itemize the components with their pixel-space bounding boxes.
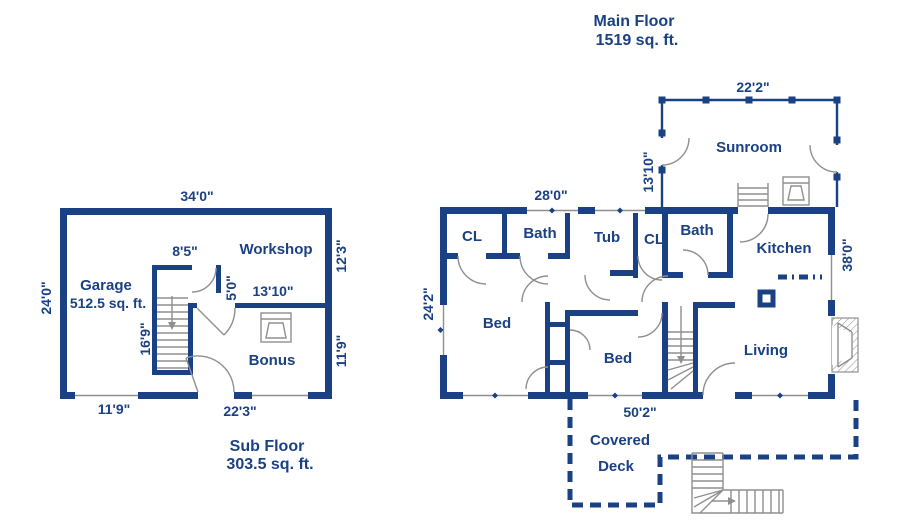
main-floor-area: 1519 sq. ft. xyxy=(596,32,679,49)
main-floor-interior-walls xyxy=(440,213,735,392)
sub-floor-stairs xyxy=(157,296,188,369)
sub-floor-area: 303.5 sq. ft. xyxy=(226,456,313,473)
main-floor-title: Main Floor xyxy=(594,13,675,30)
dim-hall-depth: 5'0" xyxy=(223,275,239,301)
dim-bonus-bottom: 22'3" xyxy=(223,403,256,419)
covered-deck-outline xyxy=(567,399,859,508)
dim-bonus-wall: 13'10" xyxy=(252,283,293,299)
dim-main-right: 38'0" xyxy=(839,238,855,271)
garage-area-label: 512.5 sq. ft. xyxy=(70,295,146,311)
room-label-workshop: Workshop xyxy=(239,241,312,258)
room-label-bed2: Bed xyxy=(604,350,632,367)
dim-sunroom-top: 22'2" xyxy=(736,79,769,95)
room-label-sunroom: Sunroom xyxy=(716,139,782,156)
main-floor-door-arcs xyxy=(457,213,769,396)
main-floor-windows xyxy=(437,207,833,399)
sub-floor-plan: 34'0" 24'0" Workshop 12'3" 8'5" Garage 5… xyxy=(38,188,349,473)
room-label-living: Living xyxy=(744,342,788,359)
sunroom-posts xyxy=(658,96,841,181)
deck-stairs xyxy=(691,452,784,514)
dim-main-top-left: 28'0" xyxy=(534,187,567,203)
sunroom-door-arcs xyxy=(661,137,838,173)
room-label-bath1: Bath xyxy=(523,225,556,242)
sunroom-stairs xyxy=(737,183,769,210)
kitchen-island xyxy=(757,289,776,308)
dim-garage-bottom: 11'9" xyxy=(98,401,131,417)
room-label-tub: Tub xyxy=(594,229,620,246)
room-label-kitchen: Kitchen xyxy=(756,240,811,257)
wood-stove-icon-bonus xyxy=(260,312,292,343)
fireplace-icon xyxy=(831,317,859,373)
dim-sub-width-top: 34'0" xyxy=(180,188,213,204)
wood-stove-icon-sunroom xyxy=(782,176,810,206)
dim-sunroom-left: 13'10" xyxy=(640,151,656,192)
dim-main-bottom: 50'2" xyxy=(623,404,656,420)
main-floor-stairs xyxy=(667,306,694,390)
sub-floor-interior-walls xyxy=(152,265,332,375)
dim-hall-width: 8'5" xyxy=(172,243,198,259)
deck-label-line2: Deck xyxy=(598,458,635,475)
dim-stairs-height: 16'9" xyxy=(137,322,153,355)
dim-main-left: 24'2" xyxy=(420,287,436,320)
sub-floor-title: Sub Floor xyxy=(230,438,305,455)
sub-floor-door-arcs xyxy=(185,267,236,393)
room-label-bonus: Bonus xyxy=(249,352,296,369)
room-label-bed1: Bed xyxy=(483,315,511,332)
dim-sub-height-left: 24'0" xyxy=(38,281,54,314)
room-label-garage: Garage xyxy=(80,277,132,294)
dim-workshop-right: 12'3" xyxy=(333,239,349,272)
dim-bonus-right: 11'9" xyxy=(333,335,349,368)
deck-label-line1: Covered xyxy=(590,432,650,449)
room-label-closet1: CL xyxy=(462,228,482,245)
sunroom-structure xyxy=(658,96,841,210)
room-label-bath2: Bath xyxy=(680,222,713,239)
room-label-closet2: CL xyxy=(644,231,664,248)
main-floor-plan: Main Floor 1519 sq. ft. 22'2" 13'10" Sun… xyxy=(420,13,859,514)
